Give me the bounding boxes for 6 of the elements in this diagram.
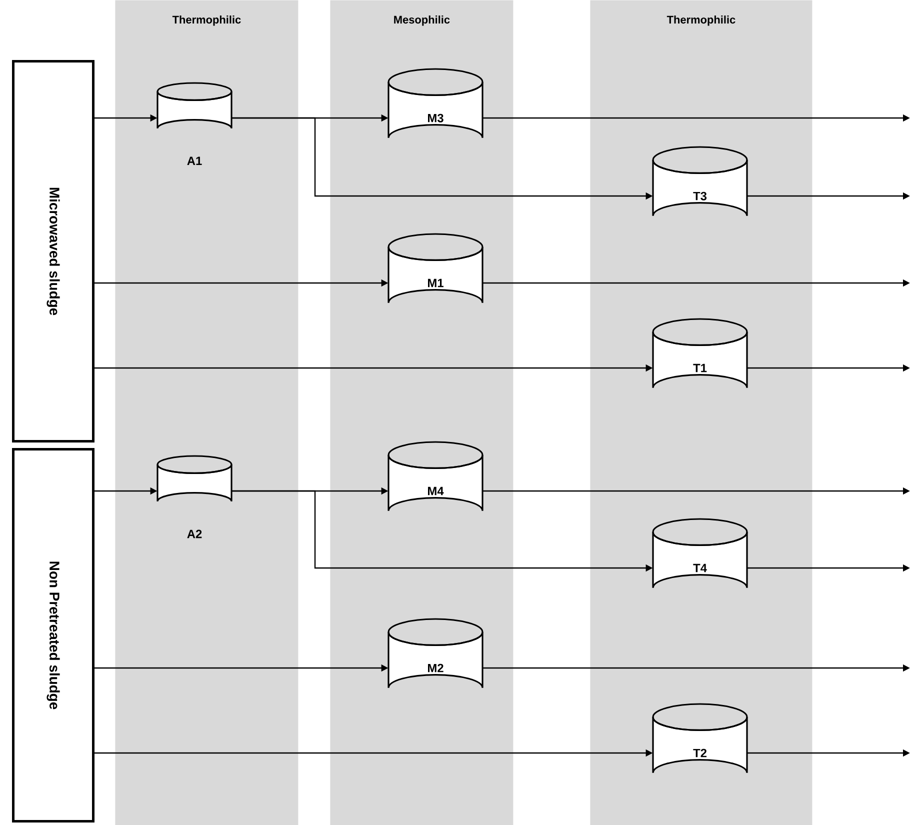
sludge-box: Microwaved sludge (12, 60, 94, 442)
node-label: A1 (187, 156, 202, 165)
digester-tank: A1 (156, 82, 232, 165)
node-label: A2 (187, 530, 202, 538)
digester-tank: A2 (156, 455, 232, 538)
sludge-box: Non Pretreated sludge (12, 448, 94, 822)
